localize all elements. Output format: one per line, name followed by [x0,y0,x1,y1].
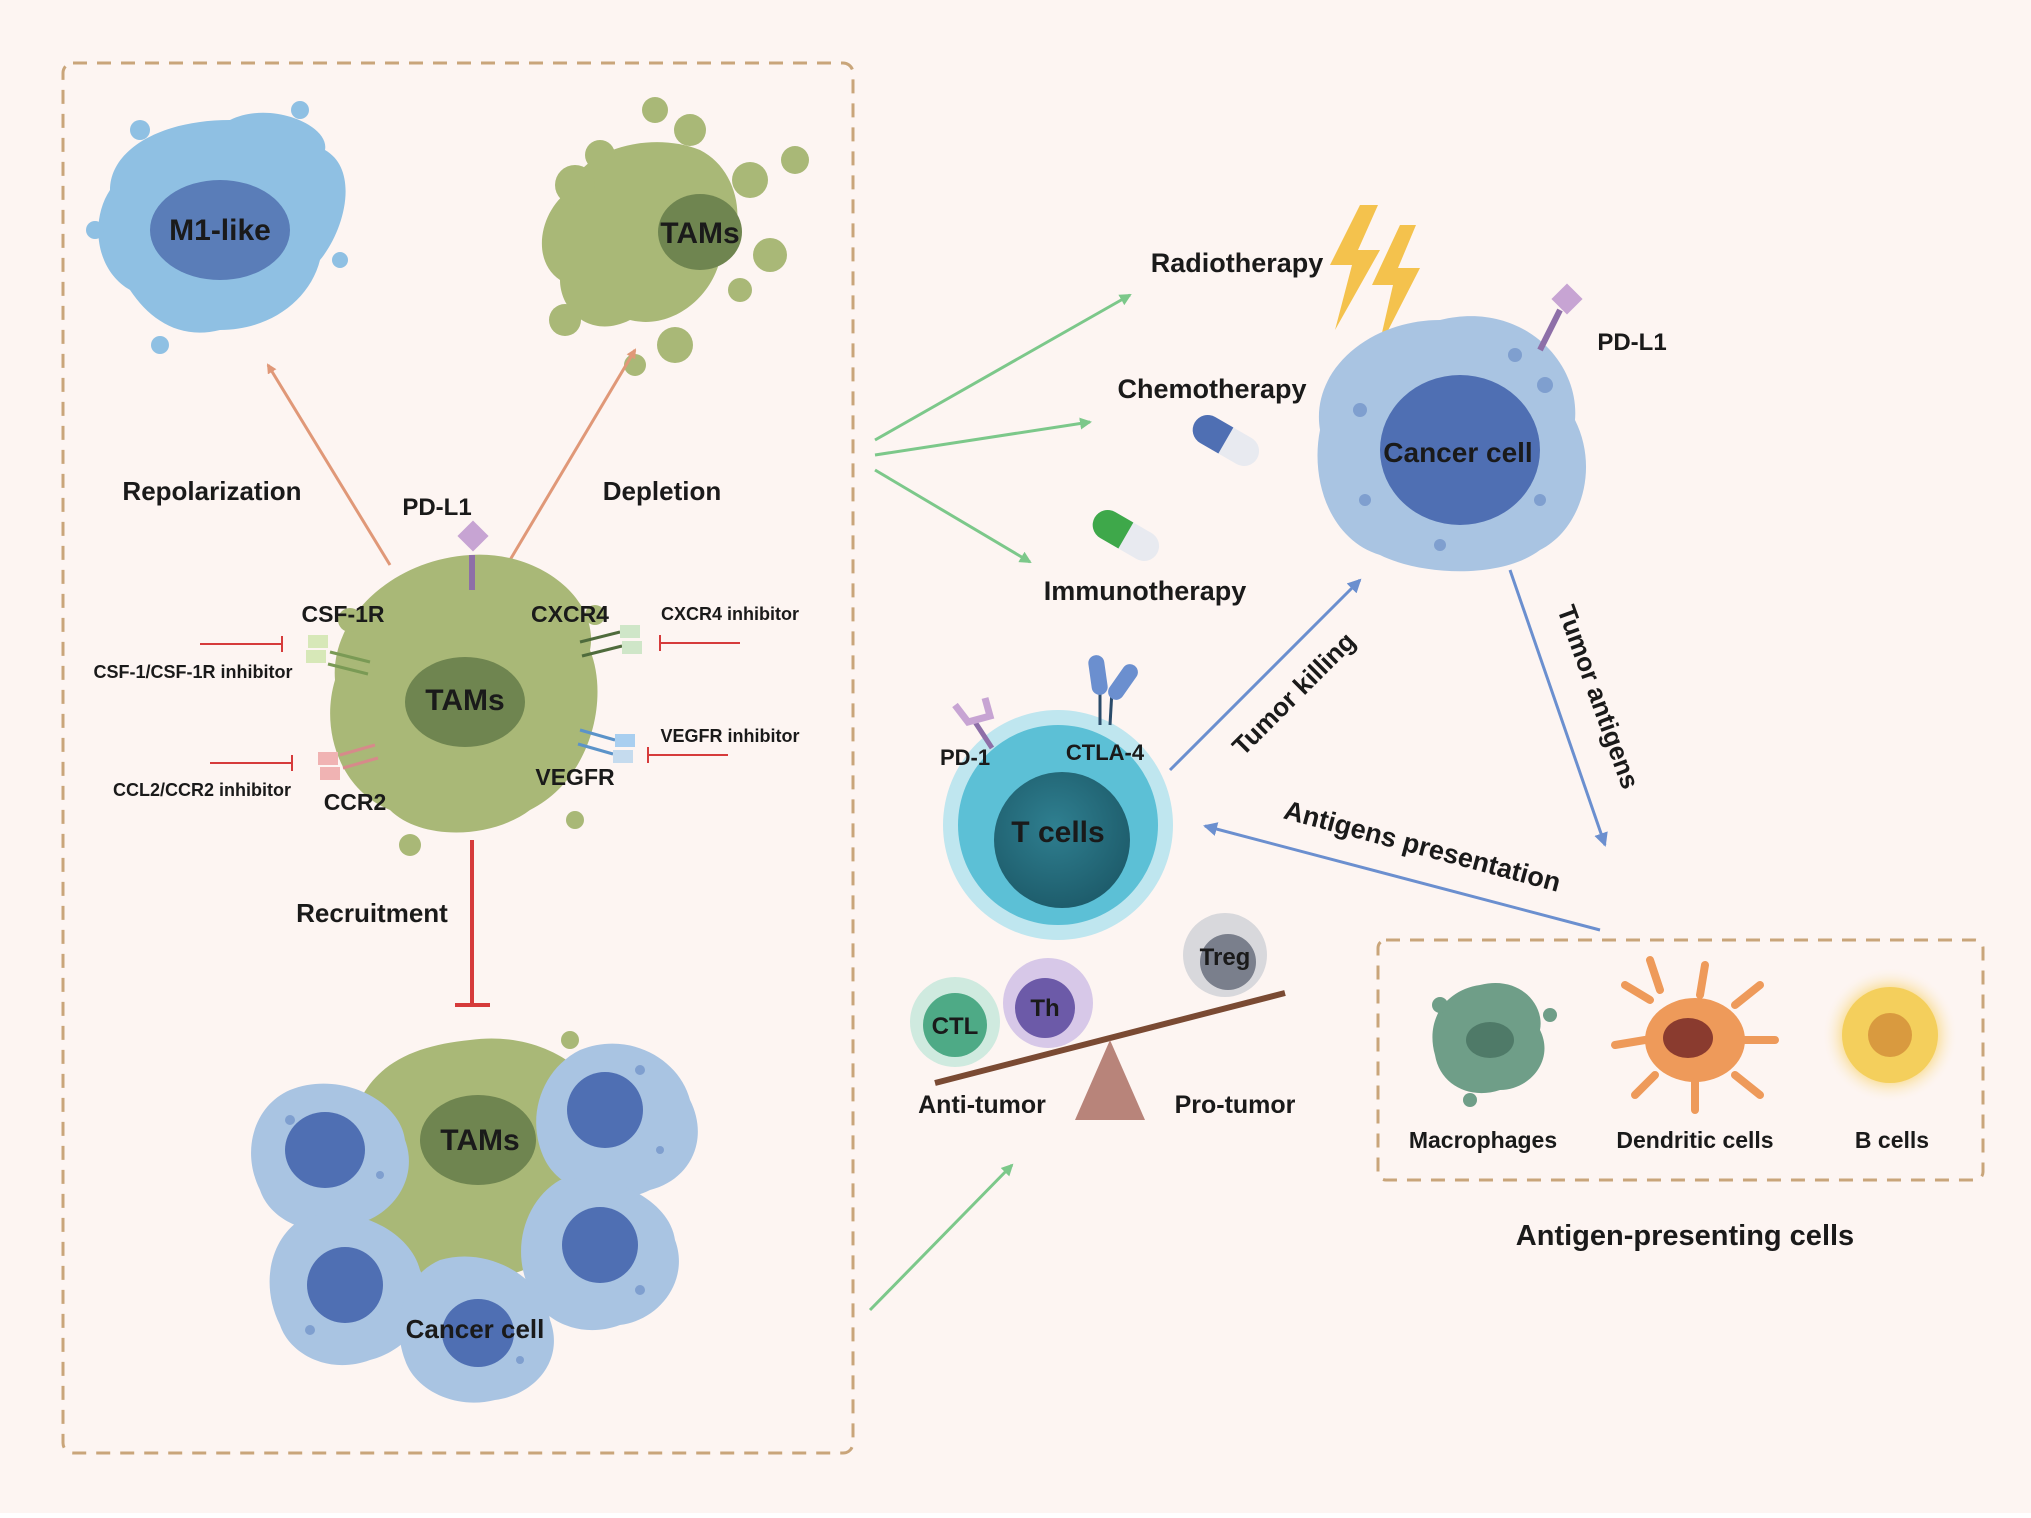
cluster-to-balance-arrow [868,1163,1014,1312]
lightning-icon [1372,225,1420,350]
tam-pdl1-diamond [457,520,489,552]
pro-tumor-label: Pro-tumor [1175,1091,1296,1119]
immunotherapy-label: Immunotherapy [1044,576,1247,606]
cluster-cancer-label: Cancer cell [406,1314,545,1344]
csf1r-receptor [306,635,371,676]
pd1-receptor [952,697,995,750]
central-tams-label: TAMs [425,684,504,717]
ctl-cell [910,977,1000,1067]
antigens-presentation-arrow [1203,822,1601,932]
t-cells [943,710,1173,940]
chemo-pill-icon [1192,415,1260,466]
ctla4-receptor [1088,655,1138,726]
immunotherapy-arrow [874,468,1032,564]
tam-pdl1-label: PD-L1 [402,494,471,521]
dendritic-label: Dendritic cells [1616,1127,1773,1153]
cxcr4-inhibitor-line [659,635,740,651]
th-label: Th [1030,995,1059,1022]
recruitment-label: Recruitment [296,898,448,928]
depleted-tams-cell: TAMs [541,97,809,376]
bcells-label: B cells [1855,1127,1929,1153]
cancer-pdl1-stalk [1537,308,1563,352]
vegfr-inhibitor-line [647,747,728,763]
apc-b-cell [1822,967,1958,1103]
right-cancer-cell-label: Cancer cell [1383,437,1532,468]
right-cancer-cell [1317,316,1587,572]
tcells-label: T cells [1011,816,1104,849]
ctla4-label: CTLA-4 [1066,740,1145,765]
vegfr-receptor [577,728,635,763]
m1-like-cell: M1-like [86,101,348,354]
cancer-pdl1-label: PD-L1 [1597,329,1666,356]
apc-macrophage [1432,983,1557,1107]
apc-dashed-panel [1376,938,1985,1182]
cxcr4-inhibitor-label: CXCR4 inhibitor [661,604,799,624]
tumor-killing-arrow [1168,578,1362,772]
apc-title: Antigen-presenting cells [1516,1220,1854,1252]
radiotherapy-label: Radiotherapy [1151,248,1324,278]
csf1-inhibitor-line [200,636,283,652]
cancer-cell-cluster [251,1031,698,1403]
chemotherapy-label: Chemotherapy [1117,374,1306,404]
th-cell [1003,958,1093,1048]
cluster-tams-label: TAMs [440,1124,519,1157]
tumor-antigens-arrow [1508,569,1608,847]
repolarization-label: Repolarization [122,476,301,506]
repolarization-arrow [266,363,392,566]
ccl2-inhibitor-label: CCL2/CCR2 inhibitor [113,780,291,800]
csf1r-label: CSF-1R [301,601,384,627]
vegfr-label: VEGFR [535,764,615,790]
left-dashed-panel [61,61,855,1455]
pd1-label: PD-1 [940,745,990,770]
balance-seesaw [934,990,1286,1120]
m1-like-label: M1-like [169,214,271,247]
treg-label: Treg [1200,944,1251,971]
csf1-inhibitor-label: CSF-1/CSF-1R inhibitor [94,662,293,682]
immuno-pill-icon [1092,510,1160,561]
vegfr-inhibitor-label: VEGFR inhibitor [661,726,800,746]
depletion-arrow [508,348,637,561]
macrophages-label: Macrophages [1409,1127,1557,1153]
ccl2-inhibitor-line [210,755,293,771]
cxcr4-label: CXCR4 [531,601,609,627]
central-tams-cell: TAMs [330,554,605,856]
ctl-label: CTL [932,1013,979,1040]
apc-dendritic-cell [1611,956,1779,1114]
cxcr4-receptor [579,625,642,658]
radiotherapy-arrow [874,293,1132,442]
chemotherapy-arrow [874,417,1092,457]
ccr2-label: CCR2 [324,789,387,815]
cancer-pdl1-diamond [1551,283,1583,315]
ccr2-receptor [318,743,379,780]
depletion-label: Depletion [603,476,721,506]
anti-tumor-label: Anti-tumor [918,1091,1046,1119]
recruitment-inhibition-line [455,840,490,1007]
depleted-tams-label: TAMs [660,217,739,250]
treg-cell [1183,913,1267,997]
lightning-icon [1330,205,1380,330]
